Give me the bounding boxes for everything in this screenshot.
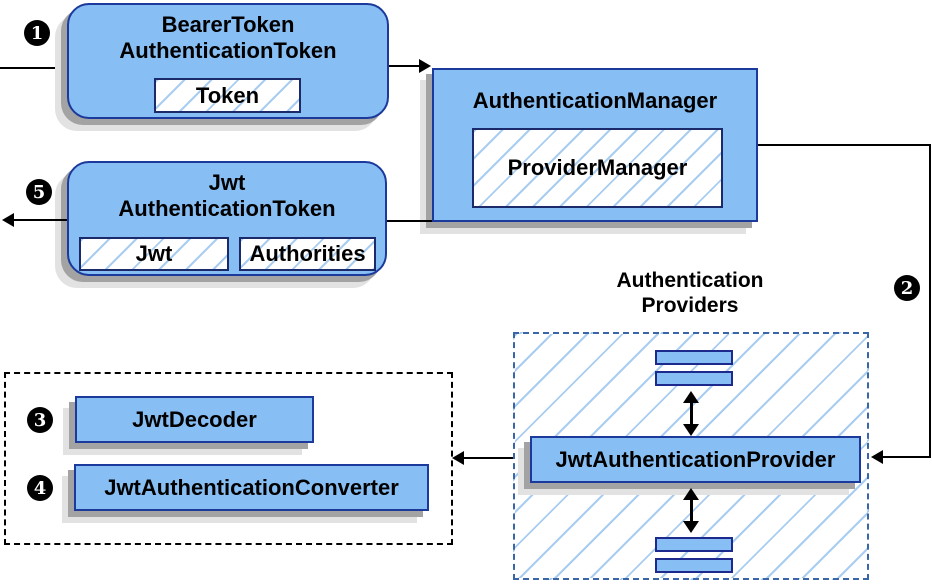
jwt-token-title-line1: Jwt bbox=[208, 170, 246, 195]
step-2-badge: 2 bbox=[894, 275, 920, 301]
step-3-badge: 3 bbox=[27, 407, 53, 433]
step-5-badge: 5 bbox=[26, 179, 52, 205]
authentication-manager-title: AuthenticationManager bbox=[472, 88, 718, 113]
bearer-token-title-line1: BearerToken bbox=[161, 12, 295, 37]
jwt-chip: Jwt bbox=[79, 237, 229, 271]
request-in-line bbox=[0, 67, 67, 69]
bearer-token-authentication-token-box: BearerToken AuthenticationToken Token bbox=[67, 3, 389, 119]
bearer-to-manager-line bbox=[389, 65, 420, 67]
manager-to-provider-line-top bbox=[758, 144, 931, 146]
token-chip: Token bbox=[154, 78, 301, 113]
bearer-token-title-line2: AuthenticationToken bbox=[119, 38, 337, 63]
manager-to-provider-line-vertical bbox=[929, 144, 931, 458]
helpers-container: JwtDecoder JwtAuthenticationConverter bbox=[4, 372, 453, 545]
provider-to-helpers-arrowhead-icon bbox=[452, 451, 464, 465]
provider-manager-chip: ProviderManager bbox=[472, 128, 723, 208]
authentication-providers-label: Authentication Providers bbox=[565, 268, 815, 318]
bearer-token-title: BearerToken AuthenticationToken bbox=[69, 5, 387, 64]
jwt-authentication-converter-box: JwtAuthenticationConverter bbox=[74, 464, 429, 511]
step-1-badge: 1 bbox=[24, 20, 50, 46]
step-4-badge: 4 bbox=[27, 475, 53, 501]
jwt-token-title: Jwt AuthenticationToken bbox=[69, 163, 385, 222]
jwt-authentication-provider-box: JwtAuthenticationProvider bbox=[530, 436, 861, 483]
response-out-line bbox=[13, 219, 67, 221]
manager-to-jwt-line bbox=[387, 220, 432, 222]
double-arrow-icon bbox=[683, 391, 699, 436]
double-arrow-icon bbox=[683, 488, 699, 533]
authentication-providers-label-line2: Providers bbox=[641, 294, 739, 317]
authentication-manager-box: AuthenticationManager ProviderManager bbox=[432, 68, 758, 222]
response-out-arrowhead-icon bbox=[2, 213, 14, 227]
authentication-providers-container: JwtAuthenticationProvider bbox=[513, 332, 869, 580]
manager-to-provider-arrowhead-icon bbox=[871, 450, 883, 464]
jwt-token-title-line2: AuthenticationToken bbox=[118, 196, 336, 221]
bearer-to-manager-arrowhead-icon bbox=[419, 59, 431, 73]
provider-stack-bar bbox=[655, 371, 733, 386]
provider-to-helpers-line bbox=[464, 457, 513, 459]
provider-stack-bar bbox=[655, 537, 733, 552]
manager-to-provider-line-bottom bbox=[883, 456, 930, 458]
authorities-chip: Authorities bbox=[239, 237, 376, 271]
provider-stack-bar bbox=[655, 558, 733, 573]
jwt-authentication-token-box: Jwt AuthenticationToken Jwt Authorities bbox=[67, 161, 387, 276]
jwt-decoder-box: JwtDecoder bbox=[75, 396, 314, 443]
authentication-providers-label-line1: Authentication bbox=[616, 269, 764, 292]
provider-stack-bar bbox=[655, 350, 733, 365]
